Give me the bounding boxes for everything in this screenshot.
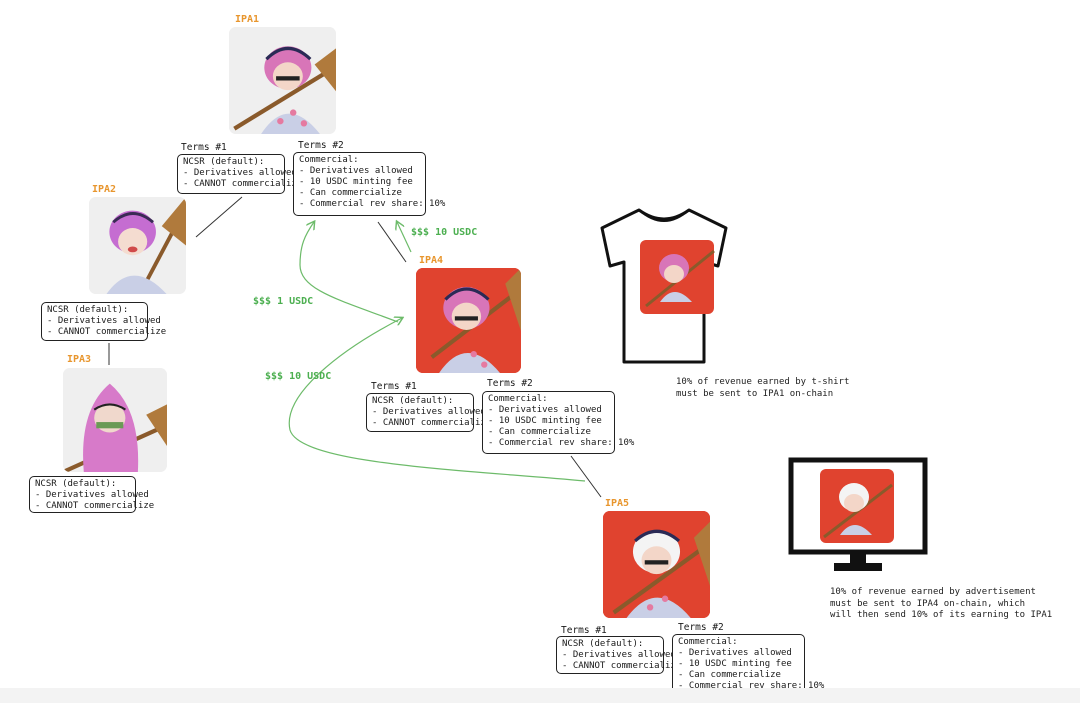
ipa1-label: IPA1 — [235, 14, 260, 25]
ipa4-terms1-box: NCSR (default): - Derivatives allowed - … — [366, 393, 492, 432]
monitor-icon — [788, 457, 928, 571]
term-line: - CANNOT commercialize — [35, 501, 155, 511]
ipa1-terms2-box: Commercial: - Derivatives allowed - 10 U… — [293, 152, 446, 216]
ipa5-terms2-title: Terms #2 — [678, 622, 724, 633]
ipa1-terms1-title: Terms #1 — [181, 142, 227, 153]
ipa1-terms2-title: Terms #2 — [298, 140, 344, 151]
tshirt-product — [594, 206, 734, 366]
term-line: - CANNOT commercialize — [47, 327, 167, 337]
payment-arrow-ipa4-ipa1 — [397, 222, 412, 253]
ipa5-terms2-box: Commercial: - Derivatives allowed - 10 U… — [672, 634, 825, 696]
term-line: - Derivatives allowed — [372, 407, 486, 417]
term-line: - 10 USDC minting fee — [299, 177, 413, 187]
advertisement-note: 10% of revenue earned by advertisement m… — [830, 587, 1052, 622]
advertisement-monitor — [788, 457, 928, 573]
term-line: - CANNOT commercialize — [562, 661, 682, 671]
term-line: - Derivatives allowed — [488, 405, 602, 415]
term-line: - Commercial rev share: 10% — [678, 681, 825, 691]
term-line: - CANNOT commercialize — [183, 179, 303, 189]
term-line: - Commercial rev share: 10% — [299, 199, 446, 209]
ipa2-terms-box: NCSR (default): - Derivatives allowed - … — [41, 302, 167, 341]
ipa1-artwork — [229, 27, 336, 134]
link-ipa1-ipa4 — [377, 221, 407, 263]
ipa4-label: IPA4 — [419, 255, 444, 266]
term-line: NCSR (default): — [562, 639, 644, 649]
term-line: - Derivatives allowed — [678, 648, 792, 658]
ipa4-terms2-title: Terms #2 — [487, 378, 533, 389]
payment-arrow-ipa5-ipa4 — [288, 318, 586, 482]
payment-label-ipa2-ipa1: $$$ 1 USDC — [253, 296, 314, 307]
term-line: - CANNOT commercialize — [372, 418, 492, 428]
term-line: - Derivatives allowed — [47, 316, 161, 326]
ipa5-artwork — [603, 511, 710, 618]
term-line: - Can commercialize — [299, 188, 402, 198]
term-line: Commercial: — [488, 394, 548, 404]
tshirt-icon — [600, 208, 728, 364]
ipa5-label: IPA5 — [605, 498, 630, 509]
term-line: - Derivatives allowed — [35, 490, 149, 500]
tshirt-note: 10% of revenue earned by t-shirt must be… — [676, 377, 849, 400]
payment-label-ipa4-ipa1: $$$ 10 USDC — [411, 227, 478, 238]
ipa5-terms1-title: Terms #1 — [561, 625, 607, 636]
term-line: - 10 USDC minting fee — [488, 416, 602, 426]
note-line: must be sent to IPA1 on-chain — [676, 388, 834, 399]
ipa4-terms1-title: Terms #1 — [371, 381, 417, 392]
ipa4-artwork — [416, 268, 521, 373]
ipa1-terms1-box: NCSR (default): - Derivatives allowed - … — [177, 154, 303, 194]
ipa2-artwork — [89, 197, 186, 294]
term-line: - Derivatives allowed — [562, 650, 676, 660]
ipa5-terms1-box: NCSR (default): - Derivatives allowed - … — [556, 636, 682, 674]
payment-label-ipa5-ipa4: $$$ 10 USDC — [265, 371, 332, 382]
link-ipa1-ipa2 — [195, 196, 243, 238]
note-line: will then send 10% of its earning to IPA… — [830, 610, 1053, 620]
term-line: Commercial: — [299, 155, 359, 165]
ipa3-terms-box: NCSR (default): - Derivatives allowed - … — [29, 476, 155, 513]
term-line: - Can commercialize — [488, 427, 591, 437]
payment-arrow-ipa2-ipa1 — [299, 222, 399, 323]
term-line: NCSR (default): — [183, 157, 265, 167]
link-ipa4-ipa5 — [570, 455, 602, 498]
note-line: 10% of revenue earned by advertisement — [830, 587, 1036, 597]
term-line: NCSR (default): — [35, 479, 117, 489]
ipa3-label: IPA3 — [67, 354, 92, 365]
term-line: NCSR (default): — [47, 305, 129, 315]
term-line: - Derivatives allowed — [299, 166, 413, 176]
term-line: - Can commercialize — [678, 670, 781, 680]
ipa3-artwork — [63, 368, 167, 472]
term-line: Commercial: — [678, 637, 738, 647]
note-line: 10% of revenue earned by t-shirt — [676, 377, 850, 387]
note-line: must be sent to IPA4 on-chain, which — [830, 598, 1026, 609]
bottom-shade — [0, 688, 1080, 703]
ipa2-label: IPA2 — [92, 184, 117, 195]
term-line: NCSR (default): — [372, 396, 454, 406]
term-line: - Derivatives allowed — [183, 168, 297, 178]
term-line: - Commercial rev share: 10% — [488, 438, 635, 448]
ipa4-terms2-box: Commercial: - Derivatives allowed - 10 U… — [482, 391, 635, 454]
term-line: - 10 USDC minting fee — [678, 659, 792, 669]
